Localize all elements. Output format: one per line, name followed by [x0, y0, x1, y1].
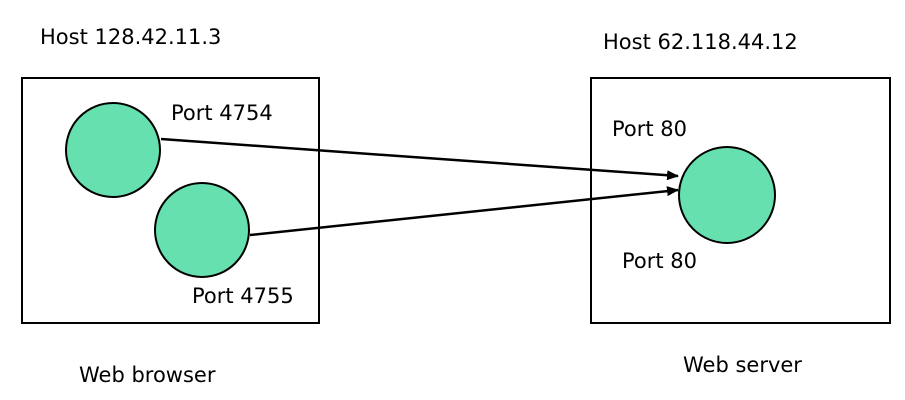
connection-arrow-4754 — [160, 137, 679, 181]
server-port-80-node — [678, 146, 776, 244]
server-port-label-top: Port 80 — [612, 117, 687, 141]
client-port-4754-node — [65, 102, 161, 198]
client-port-4755-node — [154, 182, 250, 278]
client-caption: Web browser — [79, 363, 216, 387]
connection-arrow-4755 — [249, 186, 679, 237]
server-port-label-bottom: Port 80 — [622, 249, 697, 273]
client-port-4754-label: Port 4754 — [171, 101, 273, 125]
server-caption: Web server — [683, 353, 802, 377]
server-host-label: Host 62.118.44.12 — [603, 30, 798, 54]
client-host-label: Host 128.42.11.3 — [40, 25, 221, 49]
client-port-4755-label: Port 4755 — [192, 284, 294, 308]
